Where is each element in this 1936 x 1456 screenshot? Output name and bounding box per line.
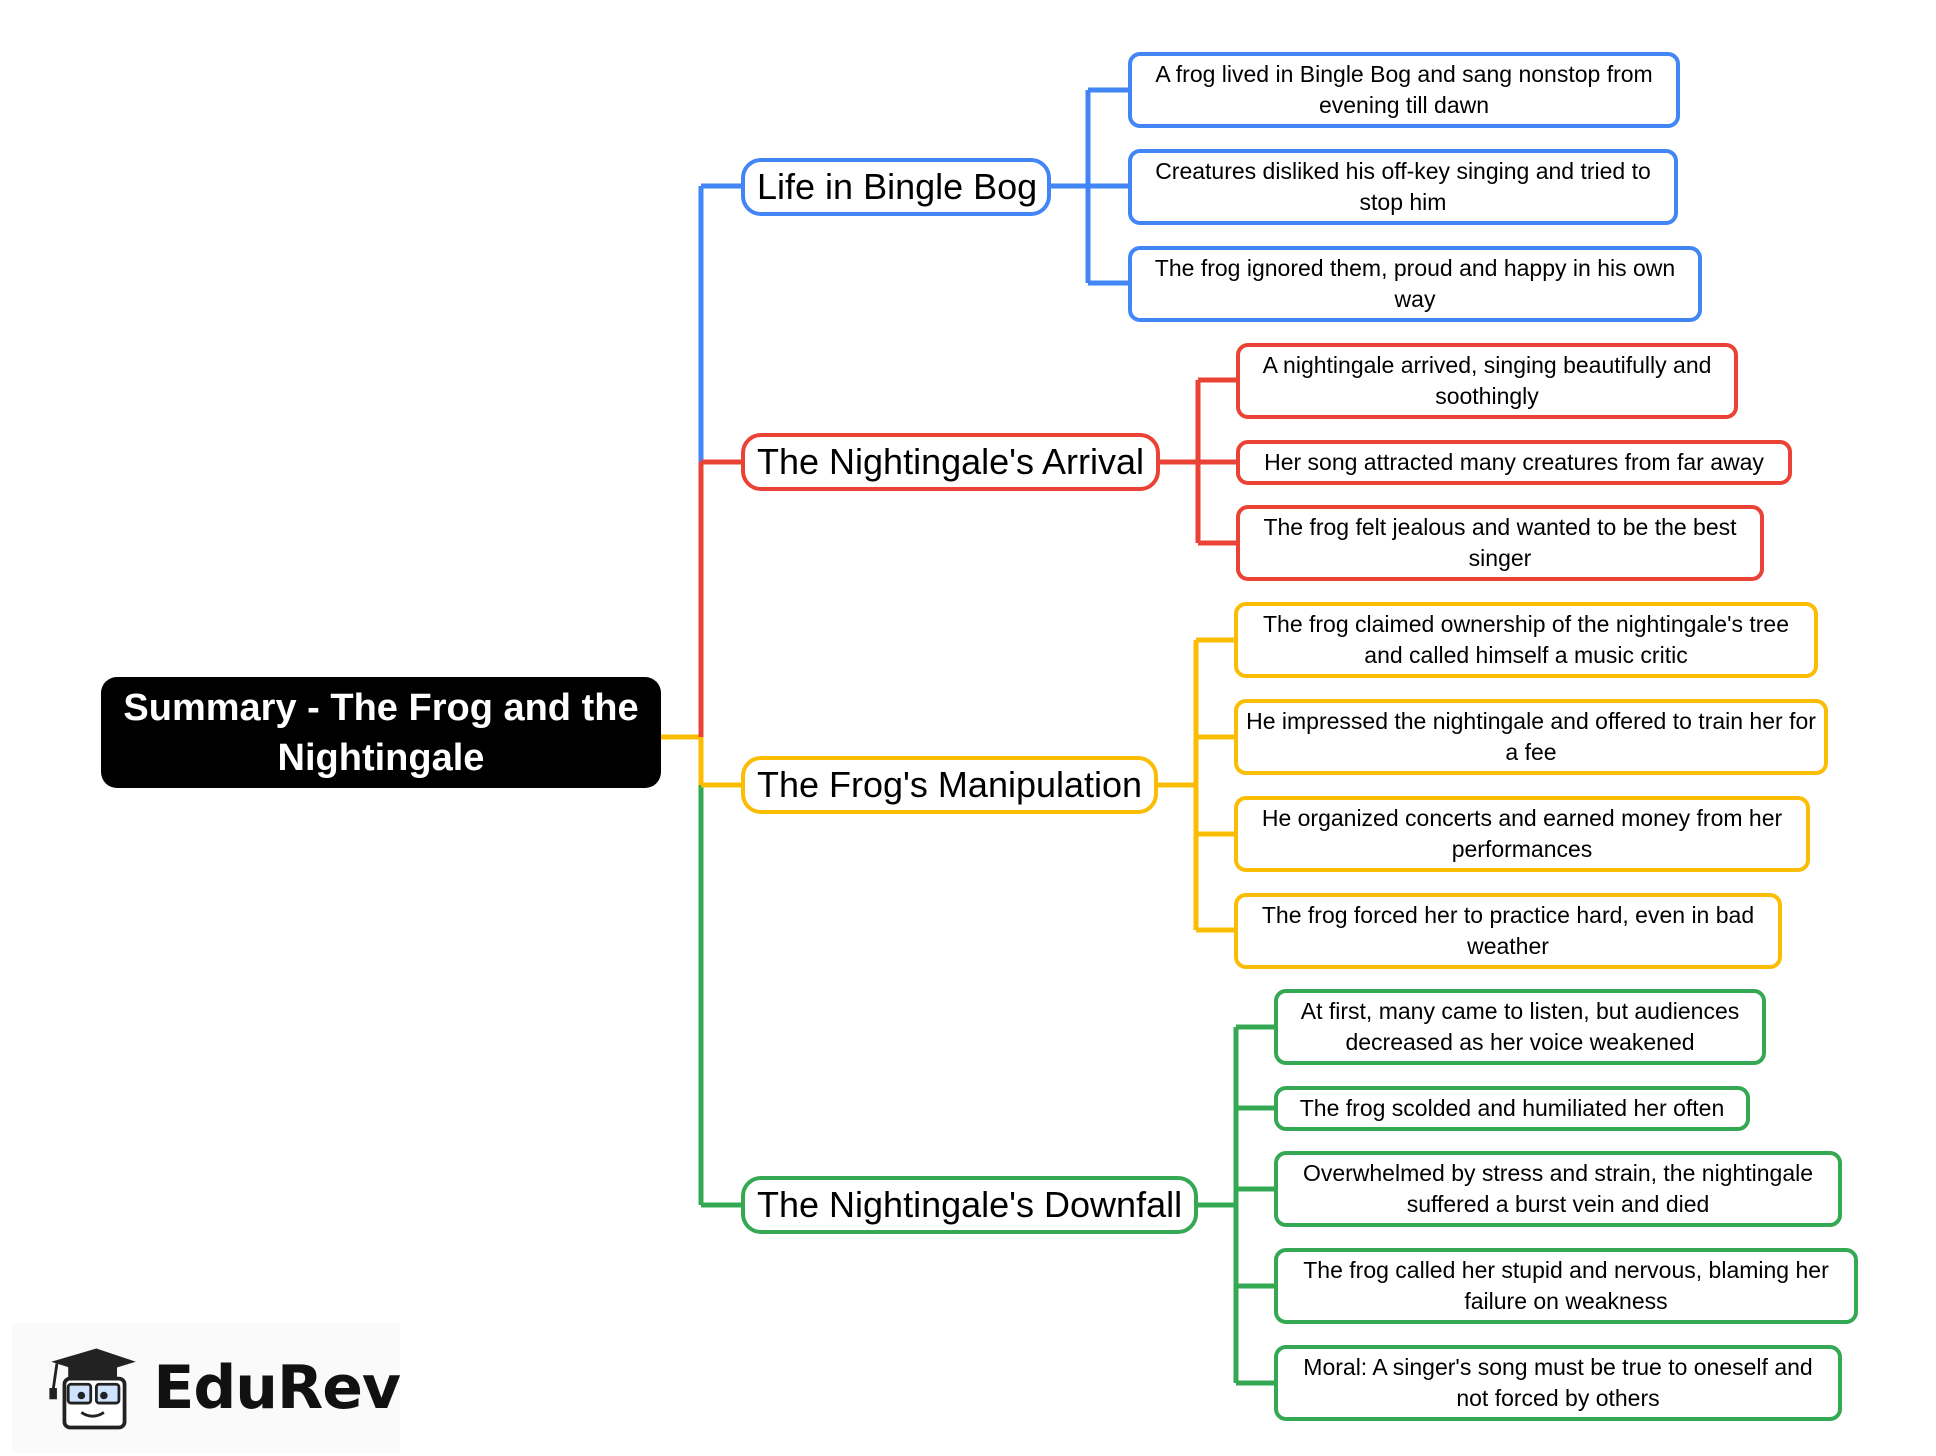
leaf-item: Moral: A singer's song must be true to o… [1274, 1345, 1842, 1421]
leaf-item: The frog ignored them, proud and happy i… [1128, 246, 1702, 322]
leaf-text: The frog scolded and humiliated her ofte… [1299, 1095, 1725, 1121]
leaf-item: Her song attracted many creatures from f… [1236, 440, 1792, 485]
leaf-text: The frog ignored them, proud and happy i… [1154, 255, 1676, 312]
leaf-item: The frog scolded and humiliated her ofte… [1274, 1086, 1750, 1131]
logo-text: EduRev [153, 1353, 401, 1423]
root-node: Summary - The Frog and the Nightingale [101, 677, 661, 788]
leaf-item: He impressed the nightingale and offered… [1234, 699, 1828, 775]
leaf-text: The frog called her stupid and nervous, … [1303, 1257, 1829, 1314]
leaf-text: Creatures disliked his off-key singing a… [1155, 158, 1651, 215]
branch-frogs-manipulation: The Frog's Manipulation [741, 756, 1158, 814]
branch-label: Life in Bingle Bog [757, 166, 1038, 207]
leaf-item: Overwhelmed by stress and strain, the ni… [1274, 1151, 1842, 1227]
leaf-text: He impressed the nightingale and offered… [1246, 708, 1816, 765]
leaf-item: The frog forced her to practice hard, ev… [1234, 893, 1782, 969]
branch-label: The Frog's Manipulation [757, 764, 1143, 805]
root-title: Summary - The Frog and the Nightingale [123, 686, 639, 779]
branch-label: The Nightingale's Downfall [757, 1184, 1183, 1225]
leaf-text: Moral: A singer's song must be true to o… [1303, 1354, 1813, 1411]
leaf-text: The frog claimed ownership of the nighti… [1262, 611, 1790, 668]
leaf-text: The frog forced her to practice hard, ev… [1261, 902, 1755, 959]
leaf-item: Creatures disliked his off-key singing a… [1128, 149, 1678, 225]
leaf-text: A frog lived in Bingle Bog and sang nons… [1155, 61, 1653, 118]
leaf-item: A frog lived in Bingle Bog and sang nons… [1128, 52, 1680, 128]
leaf-item: The frog claimed ownership of the nighti… [1234, 602, 1818, 678]
leaf-text: He organized concerts and earned money f… [1261, 805, 1783, 862]
branch-life-in-bingle-bog: Life in Bingle Bog [741, 158, 1051, 216]
edurev-logo: EduRev [12, 1323, 401, 1453]
leaf-item: He organized concerts and earned money f… [1234, 796, 1810, 872]
leaf-text: The frog felt jealous and wanted to be t… [1263, 514, 1737, 571]
leaf-text: At first, many came to listen, but audie… [1300, 998, 1740, 1055]
branch-nightingales-arrival: The Nightingale's Arrival [741, 433, 1160, 491]
leaf-text: A nightingale arrived, singing beautiful… [1262, 352, 1712, 409]
leaf-item: The frog called her stupid and nervous, … [1274, 1248, 1858, 1324]
graduation-cap-mascot-icon [49, 1348, 136, 1430]
leaf-item: A nightingale arrived, singing beautiful… [1236, 343, 1738, 419]
leaf-text: Overwhelmed by stress and strain, the ni… [1302, 1160, 1814, 1217]
leaf-item: At first, many came to listen, but audie… [1274, 989, 1766, 1065]
branch-nightingales-downfall: The Nightingale's Downfall [741, 1176, 1198, 1234]
leaf-item: The frog felt jealous and wanted to be t… [1236, 505, 1764, 581]
leaf-text: Her song attracted many creatures from f… [1264, 449, 1764, 475]
branch-label: The Nightingale's Arrival [757, 441, 1145, 482]
